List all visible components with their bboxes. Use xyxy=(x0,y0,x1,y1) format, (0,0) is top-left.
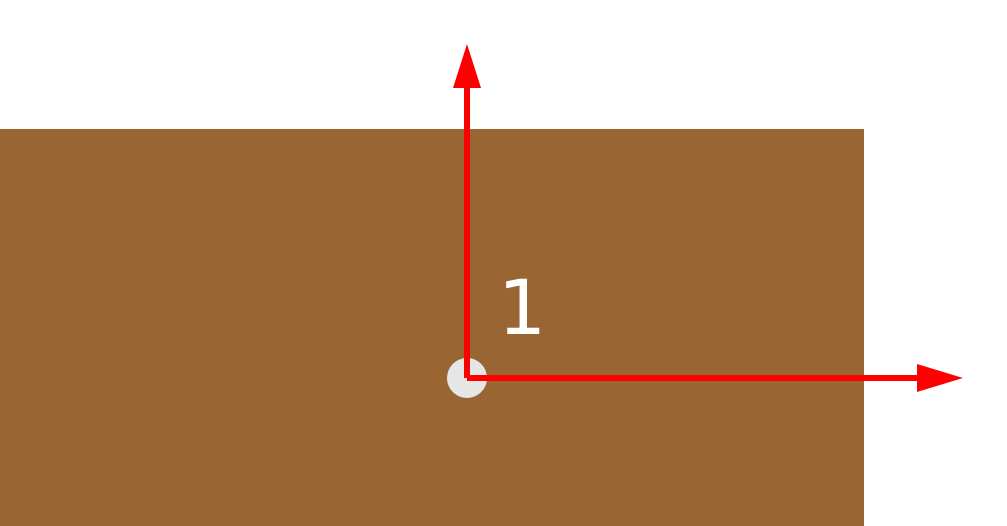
horizontal-axis-arrow xyxy=(467,364,963,392)
horizontal-arrowhead xyxy=(917,364,963,392)
vertical-axis-arrow xyxy=(453,44,481,378)
brown-block xyxy=(0,129,864,526)
frame-label: 1 xyxy=(498,263,546,352)
vertical-arrowhead xyxy=(453,44,481,88)
